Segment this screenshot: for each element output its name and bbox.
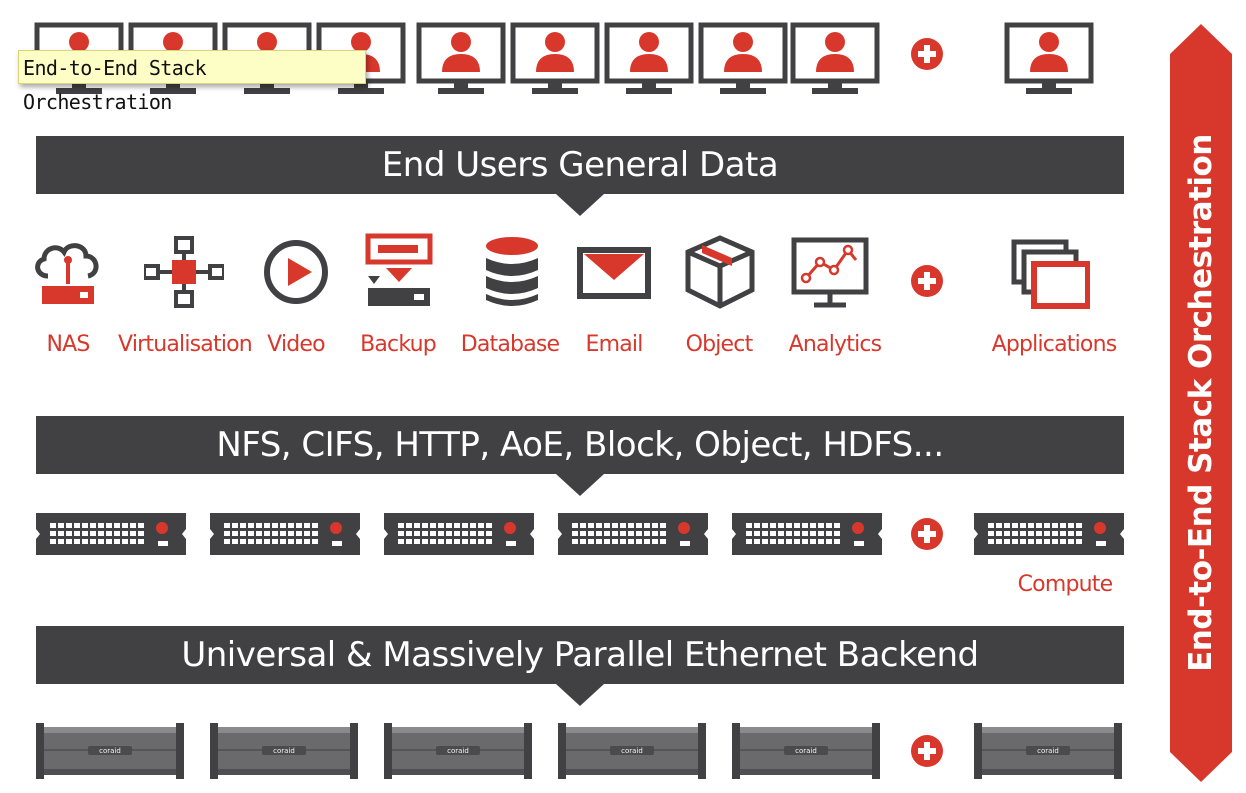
svg-text:coraid: coraid bbox=[1037, 747, 1059, 755]
plus-icon bbox=[910, 37, 944, 71]
storage-appliance-icon: coraid bbox=[384, 723, 532, 779]
video-play-icon bbox=[256, 232, 336, 312]
app-label-object: Object bbox=[685, 332, 754, 357]
plus-icon bbox=[910, 734, 944, 768]
storage-appliance-icon: coraid bbox=[974, 723, 1122, 779]
user-monitor-icon bbox=[698, 22, 788, 96]
protocols-banner: NFS, CIFS, HTTP, AoE, Block, Object, HDF… bbox=[36, 416, 1124, 496]
backend-banner-text: Universal & Massively Parallel Ethernet … bbox=[181, 635, 979, 675]
backup-icon bbox=[360, 232, 440, 312]
user-monitor-icon bbox=[790, 22, 880, 96]
app-label-video: Video bbox=[267, 332, 325, 357]
end-users-banner-text: End Users General Data bbox=[381, 145, 779, 185]
server-icon bbox=[974, 513, 1124, 555]
compute-label: Compute bbox=[1017, 572, 1114, 597]
tooltip: End-to-End Stack Orchestration bbox=[18, 50, 366, 114]
orchestration-arrow: End-to-End Stack Orchestration bbox=[1170, 24, 1232, 782]
svg-text:coraid: coraid bbox=[621, 747, 643, 755]
user-monitor-icon bbox=[1004, 22, 1094, 96]
app-label-nas: NAS bbox=[46, 332, 90, 357]
app-label-email: Email bbox=[585, 332, 643, 357]
object-box-icon bbox=[680, 232, 760, 312]
storage-appliance-icon: coraid bbox=[36, 723, 184, 779]
email-icon bbox=[574, 232, 654, 312]
svg-text:coraid: coraid bbox=[273, 747, 295, 755]
banner-pointer bbox=[556, 474, 604, 496]
storage-appliance-icon: coraid bbox=[558, 723, 706, 779]
storage-appliance-icon: coraid bbox=[732, 723, 880, 779]
svg-text:coraid: coraid bbox=[447, 747, 469, 755]
banner-pointer bbox=[556, 194, 604, 216]
end-users-banner: End Users General Data bbox=[36, 136, 1124, 216]
app-label-virtualisation: Virtualisation bbox=[118, 332, 253, 357]
applications-windows-icon bbox=[1010, 232, 1090, 312]
banner-pointer bbox=[556, 684, 604, 706]
database-icon bbox=[472, 232, 552, 312]
user-monitor-icon bbox=[604, 22, 694, 96]
protocols-banner-text: NFS, CIFS, HTTP, AoE, Block, Object, HDF… bbox=[216, 425, 944, 465]
orchestration-label: End-to-End Stack Orchestration bbox=[1183, 134, 1219, 672]
svg-text:coraid: coraid bbox=[795, 747, 817, 755]
app-label-applications: Applications bbox=[991, 332, 1118, 357]
app-label-backup: Backup bbox=[360, 332, 437, 357]
virtualisation-icon bbox=[144, 232, 224, 312]
server-icon bbox=[732, 513, 882, 555]
cloud-nas-icon bbox=[28, 232, 108, 312]
backend-banner: Universal & Massively Parallel Ethernet … bbox=[36, 626, 1124, 706]
plus-icon bbox=[910, 264, 944, 298]
app-label-database: Database bbox=[460, 332, 560, 357]
server-icon bbox=[36, 513, 186, 555]
user-monitor-icon bbox=[416, 22, 506, 96]
storage-appliance-icon: coraid bbox=[210, 723, 358, 779]
plus-icon bbox=[910, 517, 944, 551]
server-icon bbox=[558, 513, 708, 555]
user-monitor-icon bbox=[510, 22, 600, 96]
svg-text:coraid: coraid bbox=[99, 747, 121, 755]
server-icon bbox=[384, 513, 534, 555]
app-label-analytics: Analytics bbox=[788, 332, 883, 357]
analytics-icon bbox=[790, 232, 870, 312]
server-icon bbox=[210, 513, 360, 555]
